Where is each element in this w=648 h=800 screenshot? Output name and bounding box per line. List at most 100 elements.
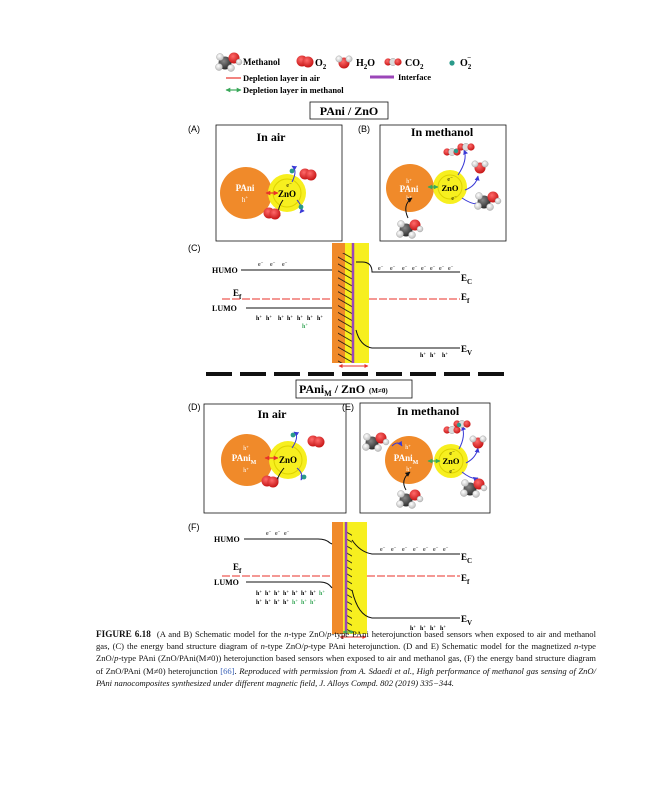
hole-sup: + — [408, 443, 411, 448]
ef-right-sub: f — [467, 297, 470, 305]
electron-label: e — [449, 451, 452, 457]
svg-text:e−: e− — [413, 545, 419, 553]
svg-text:e−: e− — [443, 545, 449, 553]
svg-text:e−: e− — [380, 545, 386, 553]
ec-label: E — [461, 273, 467, 283]
zno-particle — [269, 441, 307, 479]
panel-e-heading: In methanol — [397, 404, 460, 418]
svg-text:h+: h+ — [317, 314, 323, 322]
panel-c-label: (C) — [188, 243, 201, 253]
ef-sub: f — [239, 293, 242, 301]
svg-text:h+: h+ — [243, 466, 249, 474]
electron-capture-arrow — [291, 165, 298, 183]
svg-text:e−: e− — [275, 529, 281, 537]
svg-text:h+: h+ — [430, 351, 436, 359]
svg-text:h+: h+ — [292, 589, 298, 597]
legend-h2o-tail: O — [367, 58, 375, 69]
svg-text:h+: h+ — [292, 598, 298, 606]
o2-minus-ion-icon — [456, 422, 462, 428]
legend-o2: O — [315, 58, 323, 69]
zno-layer — [356, 243, 369, 363]
svg-text:e−: e− — [402, 264, 408, 272]
pani-m-layer — [332, 522, 343, 634]
legend-h2o-sub: 2 — [364, 63, 368, 71]
hole-sup: + — [409, 194, 412, 199]
hole-sup: + — [246, 444, 249, 449]
ec-sub: C — [467, 557, 472, 565]
panel-d-label: (D) — [188, 402, 201, 412]
lumo-label: LUMO — [214, 578, 239, 587]
hole-sup: + — [245, 196, 248, 201]
co2-molecule-icon — [383, 57, 403, 67]
ev-label: E — [461, 614, 467, 624]
svg-text:e−: e− — [447, 175, 453, 183]
svg-text:Ef: Ef — [461, 292, 470, 305]
legend-o2minus-sup: − — [467, 54, 471, 62]
zno-label: ZnO — [278, 189, 296, 199]
svg-text:Ef: Ef — [233, 562, 242, 575]
svg-text:h+: h+ — [406, 465, 412, 473]
svg-text:e−: e− — [258, 260, 264, 268]
svg-text:h+: h+ — [283, 589, 289, 597]
svg-text:Ef: Ef — [461, 573, 470, 586]
svg-text:h+: h+ — [256, 598, 262, 606]
o2-minus-ion-icon — [298, 204, 304, 210]
svg-text:h+: h+ — [301, 589, 307, 597]
legend-interface: Interface — [398, 72, 431, 82]
o2-molecule-icon — [296, 55, 314, 68]
o2-minus-ion-icon — [290, 432, 296, 438]
electrons-right: e− e− e− e− e− e− e− — [380, 545, 449, 553]
permission-note: Reproduced with permission from A. Sdaed… — [96, 665, 596, 688]
zno-label: ZnO — [442, 456, 459, 466]
hole-label: h — [243, 468, 246, 474]
svg-text:EC: EC — [461, 273, 472, 286]
svg-text:h+: h+ — [319, 589, 325, 597]
holes-right: h+ h+ h+ h+ — [410, 624, 446, 632]
holes-left: h+ h+ h+ h+ h+ h+ h+ h+ — [256, 314, 323, 330]
panel-c: (C) HUMO EC Ef Ef LUMO EV e− e− e− e− e−… — [188, 243, 472, 368]
holes-left: h+ h+ h+ h+ h+ h+ h+ h+ h+ h+ h+ h+ h+ h… — [256, 589, 325, 606]
svg-text:h+: h+ — [420, 351, 426, 359]
svg-text:h+: h+ — [265, 598, 271, 606]
section2-title: PAniM / ZnO(M≠0) — [295, 379, 413, 399]
svg-text:O2−: O2− — [460, 54, 472, 71]
ef-label: E — [233, 288, 239, 298]
zno-particle — [268, 174, 306, 212]
electron-label: e — [449, 469, 452, 475]
zno-layer — [352, 522, 367, 634]
svg-text:h+: h+ — [256, 589, 262, 597]
legend-o2-sub: 2 — [323, 63, 327, 71]
ef-sub: f — [239, 567, 242, 575]
electron-sup: − — [450, 175, 453, 180]
panel-e-label: (E) — [342, 402, 354, 412]
svg-text:e−: e− — [430, 264, 436, 272]
ev-level — [355, 329, 460, 349]
svg-text:h+: h+ — [406, 177, 412, 185]
svg-text:e−: e− — [402, 545, 408, 553]
svg-text:e−: e− — [423, 545, 429, 553]
pani-m-particle — [385, 436, 433, 484]
svg-text:e−: e− — [286, 181, 292, 189]
panel-f: (F) HUMO EC Ef Ef LUMO EV e− e− e− e− e− — [188, 522, 472, 639]
ef-label: E — [233, 562, 239, 572]
co2-molecule-icon — [452, 419, 472, 429]
svg-text:e−: e− — [451, 194, 457, 202]
hole-label: h — [405, 445, 408, 451]
ef-right-sub: f — [467, 578, 470, 586]
panel-b: (B) In methanol h+ PAni h+ ZnO e− e− — [358, 124, 507, 242]
svg-text:O2: O2 — [315, 58, 327, 71]
panel-d: (D) In air h+ PAniM h+ ZnO — [188, 402, 347, 514]
svg-text:e−: e− — [378, 264, 384, 272]
pani-label: PAni — [400, 184, 419, 194]
hole-sup: + — [409, 177, 412, 182]
o2-minus-ion-icon — [453, 148, 459, 154]
svg-text:e−: e− — [266, 529, 272, 537]
svg-text:h+: h+ — [405, 443, 411, 451]
panel-b-label: (B) — [358, 124, 370, 134]
reference-link[interactable]: [66] — [220, 665, 235, 676]
svg-text:h+: h+ — [442, 351, 448, 359]
svg-text:EV: EV — [461, 614, 472, 627]
ef-right-label: E — [461, 573, 467, 583]
panel-a-label: (A) — [188, 124, 200, 134]
svg-text:h+: h+ — [266, 314, 272, 322]
